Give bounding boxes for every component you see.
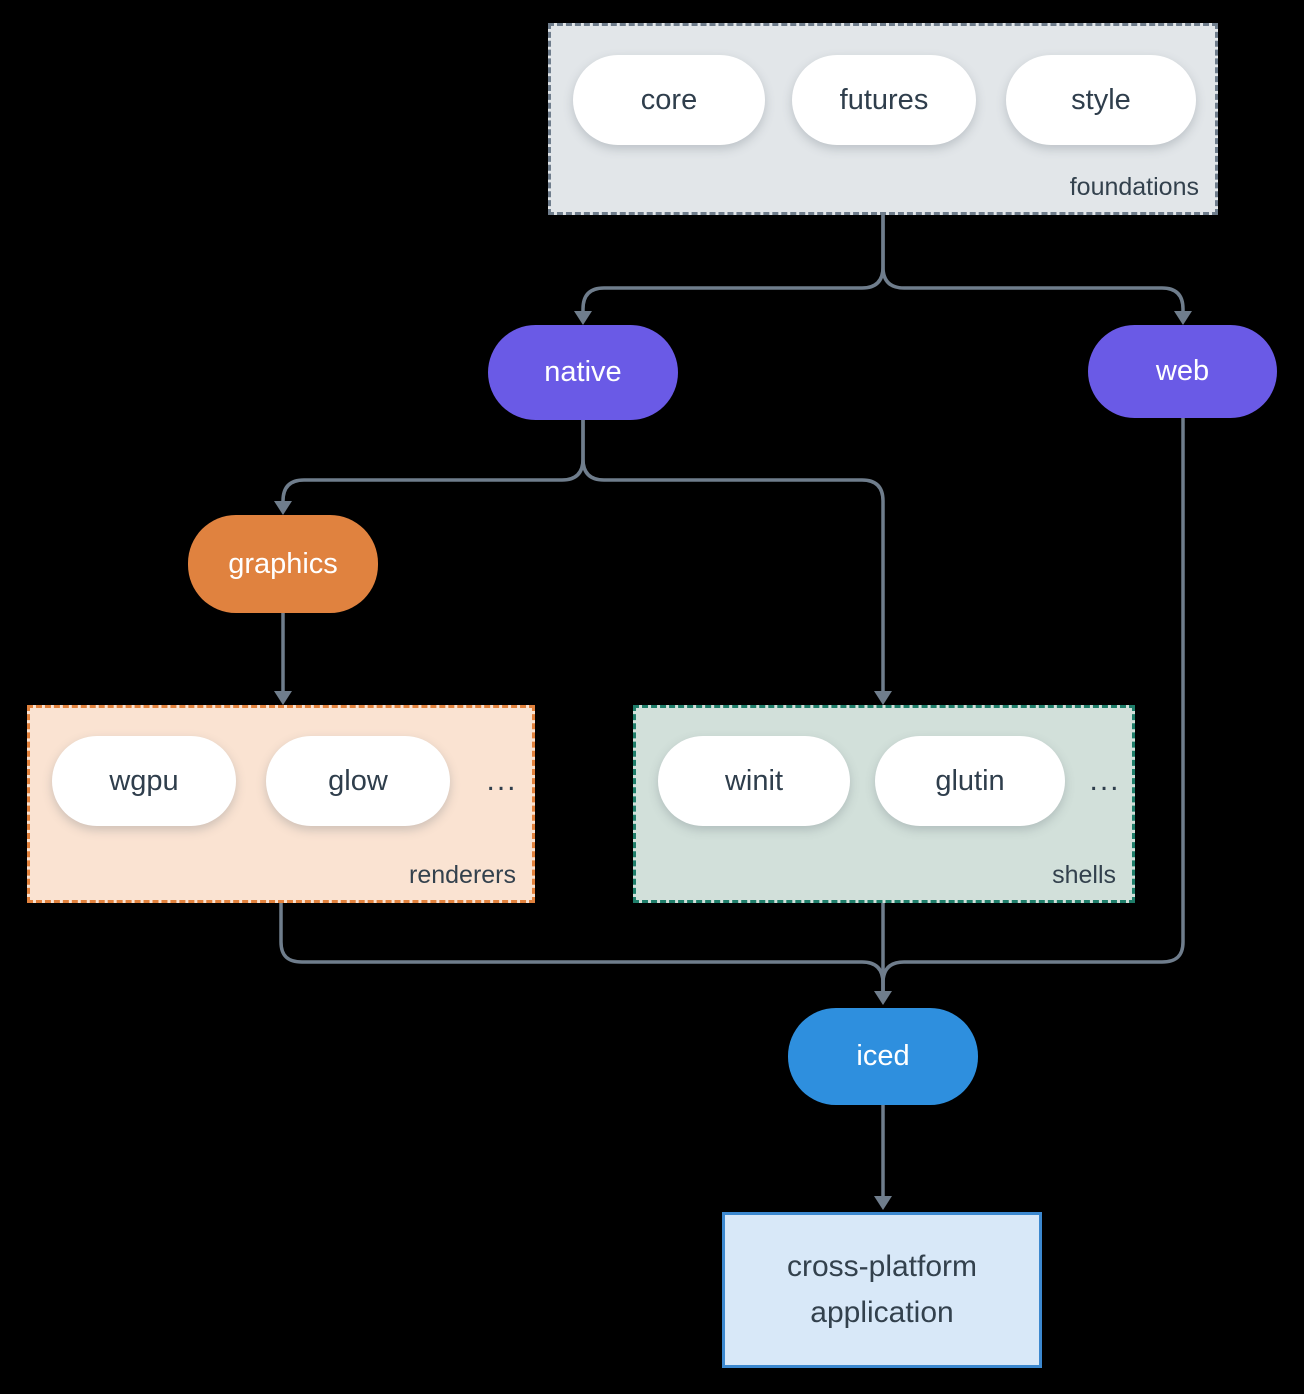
- edge-web-iced: [881, 418, 1185, 991]
- group-renderers: wgpu glow ... renderers: [27, 705, 535, 903]
- edge-foundations-native: [581, 215, 885, 311]
- edge-native-graphics: [281, 420, 585, 502]
- node-style: style: [1006, 55, 1196, 145]
- node-wgpu: wgpu: [52, 736, 236, 826]
- group-label-shells: shells: [1052, 861, 1116, 889]
- arrowhead-renderers: [274, 691, 292, 705]
- edge-foundations-web: [881, 215, 1185, 311]
- group-foundations: core futures style foundations: [548, 23, 1218, 215]
- node-cross-platform-application: cross-platform application: [722, 1212, 1042, 1368]
- renderers-ellipsis: ...: [486, 764, 518, 797]
- node-native: native: [488, 325, 678, 420]
- arrowhead-application: [874, 1196, 892, 1210]
- node-futures: futures: [792, 55, 976, 145]
- node-glow: glow: [266, 736, 450, 826]
- node-iced: iced: [788, 1008, 978, 1105]
- group-shells: winit glutin ... shells: [633, 705, 1135, 903]
- arrowhead-native: [574, 311, 592, 325]
- group-label-foundations: foundations: [1069, 173, 1199, 201]
- node-web: web: [1088, 325, 1277, 418]
- group-label-renderers: renderers: [409, 861, 516, 889]
- edge-native-shells: [581, 420, 885, 691]
- node-core: core: [573, 55, 765, 145]
- arrowhead-iced: [874, 991, 892, 1005]
- arrowhead-web: [1174, 311, 1192, 325]
- arrowhead-shells: [874, 691, 892, 705]
- cross-platform-application-label: cross-platform application: [786, 1249, 978, 1330]
- edge-renderers-iced: [279, 903, 885, 991]
- node-winit: winit: [658, 736, 850, 826]
- node-graphics: graphics: [188, 515, 378, 613]
- shells-ellipsis: ...: [1089, 764, 1121, 797]
- arrowhead-graphics: [274, 501, 292, 515]
- node-glutin: glutin: [875, 736, 1065, 826]
